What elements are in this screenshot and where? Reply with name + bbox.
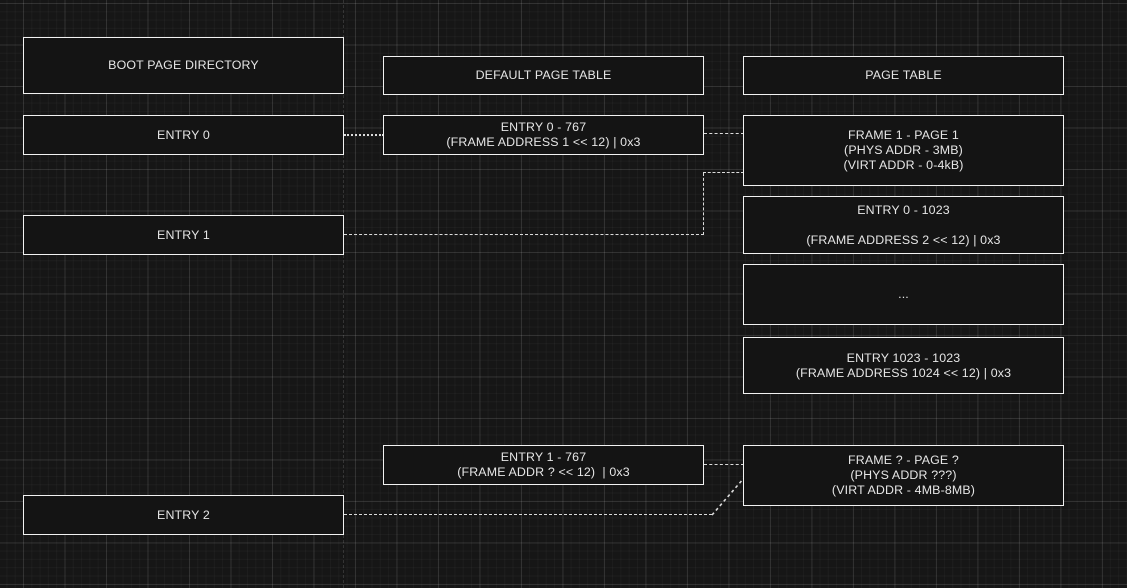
guide-line-vertical xyxy=(343,0,344,588)
frame1-page1-line-2: (VIRT ADDR - 0-4kB) xyxy=(843,158,964,172)
dpt-entry-0-767-line-1: (FRAME ADDRESS 1 << 12) | 0x3 xyxy=(446,135,641,149)
connector-entry2-horizontal xyxy=(344,514,712,515)
frame1-page1-line-1: (PHYS ADDR - 3MB) xyxy=(844,143,963,157)
page-table-header-line-0: PAGE TABLE xyxy=(865,68,942,82)
frame1-page1-line-0: FRAME 1 - PAGE 1 xyxy=(848,128,959,142)
default-page-table-header-line-0: DEFAULT PAGE TABLE xyxy=(475,68,612,82)
default-page-table-entry-1-767[interactable]: ENTRY 1 - 767 (FRAME ADDR ? << 12) | 0x3 xyxy=(383,445,704,485)
connector-entry1-to-frame1 xyxy=(703,172,744,173)
page-table-frame-q-page-q[interactable]: FRAME ? - PAGE ? (PHYS ADDR ???) (VIRT A… xyxy=(743,445,1064,506)
connector-entry1-horizontal xyxy=(344,234,704,235)
boot-page-directory-entry-1[interactable]: ENTRY 1 xyxy=(23,215,344,255)
page-table-entry-1023-1023[interactable]: ENTRY 1023 - 1023 (FRAME ADDRESS 1024 <<… xyxy=(743,337,1064,394)
entry0-line-0: ENTRY 0 xyxy=(157,127,210,142)
page-table-ellipsis[interactable]: ... xyxy=(743,264,1064,325)
frameq-pageq-line-2: (VIRT ADDR - 4MB-8MB) xyxy=(831,483,976,497)
boot-page-directory-entry-2[interactable]: ENTRY 2 xyxy=(23,495,344,535)
boot-page-directory-entry-0[interactable]: ENTRY 0 xyxy=(23,115,344,155)
dpt-entry-1-767-line-0: ENTRY 1 - 767 xyxy=(500,450,587,464)
page-table-entry-0-1023[interactable]: ENTRY 0 - 1023 (FRAME ADDRESS 2 << 12) |… xyxy=(743,196,1064,254)
pt-entry-1023-1023-line-1: (FRAME ADDRESS 1024 << 12) | 0x3 xyxy=(795,365,1012,380)
dpt-entry-1-767-line-1: (FRAME ADDR ? << 12) | 0x3 xyxy=(457,465,630,479)
pt-ellipsis-line-0: ... xyxy=(898,287,909,301)
entry2-line-0: ENTRY 2 xyxy=(157,507,210,522)
default-page-table-entry-0-767[interactable]: ENTRY 0 - 767 (FRAME ADDRESS 1 << 12) | … xyxy=(383,115,704,155)
connector-entry2-diagonal xyxy=(711,477,745,516)
pt-entry-1023-1023-line-0: ENTRY 1023 - 1023 xyxy=(846,350,961,365)
pt-entry-0-1023-line-0: ENTRY 0 - 1023 xyxy=(857,202,950,217)
connector-entry1-vertical xyxy=(703,173,704,235)
connector-dpt-entry0-to-frame1 xyxy=(704,133,744,134)
boot-page-directory-header-line-0: BOOT PAGE DIRECTORY xyxy=(108,58,259,72)
dpt-entry-0-767-line-0: ENTRY 0 - 767 xyxy=(500,120,587,134)
pt-entry-0-1023-line-2: (FRAME ADDRESS 2 << 12) | 0x3 xyxy=(806,232,1001,247)
boot-page-directory-header[interactable]: BOOT PAGE DIRECTORY xyxy=(23,37,344,94)
frameq-pageq-line-0: FRAME ? - PAGE ? xyxy=(848,453,959,467)
page-table-header[interactable]: PAGE TABLE xyxy=(743,56,1064,95)
frameq-pageq-line-1: (PHYS ADDR ???) xyxy=(850,468,957,482)
connector-entry0-to-dpt-entry0 xyxy=(344,134,384,136)
default-page-table-header[interactable]: DEFAULT PAGE TABLE xyxy=(383,56,704,95)
entry1-line-0: ENTRY 1 xyxy=(157,227,210,242)
page-table-frame-1-page-1[interactable]: FRAME 1 - PAGE 1 (PHYS ADDR - 3MB) (VIRT… xyxy=(743,115,1064,186)
